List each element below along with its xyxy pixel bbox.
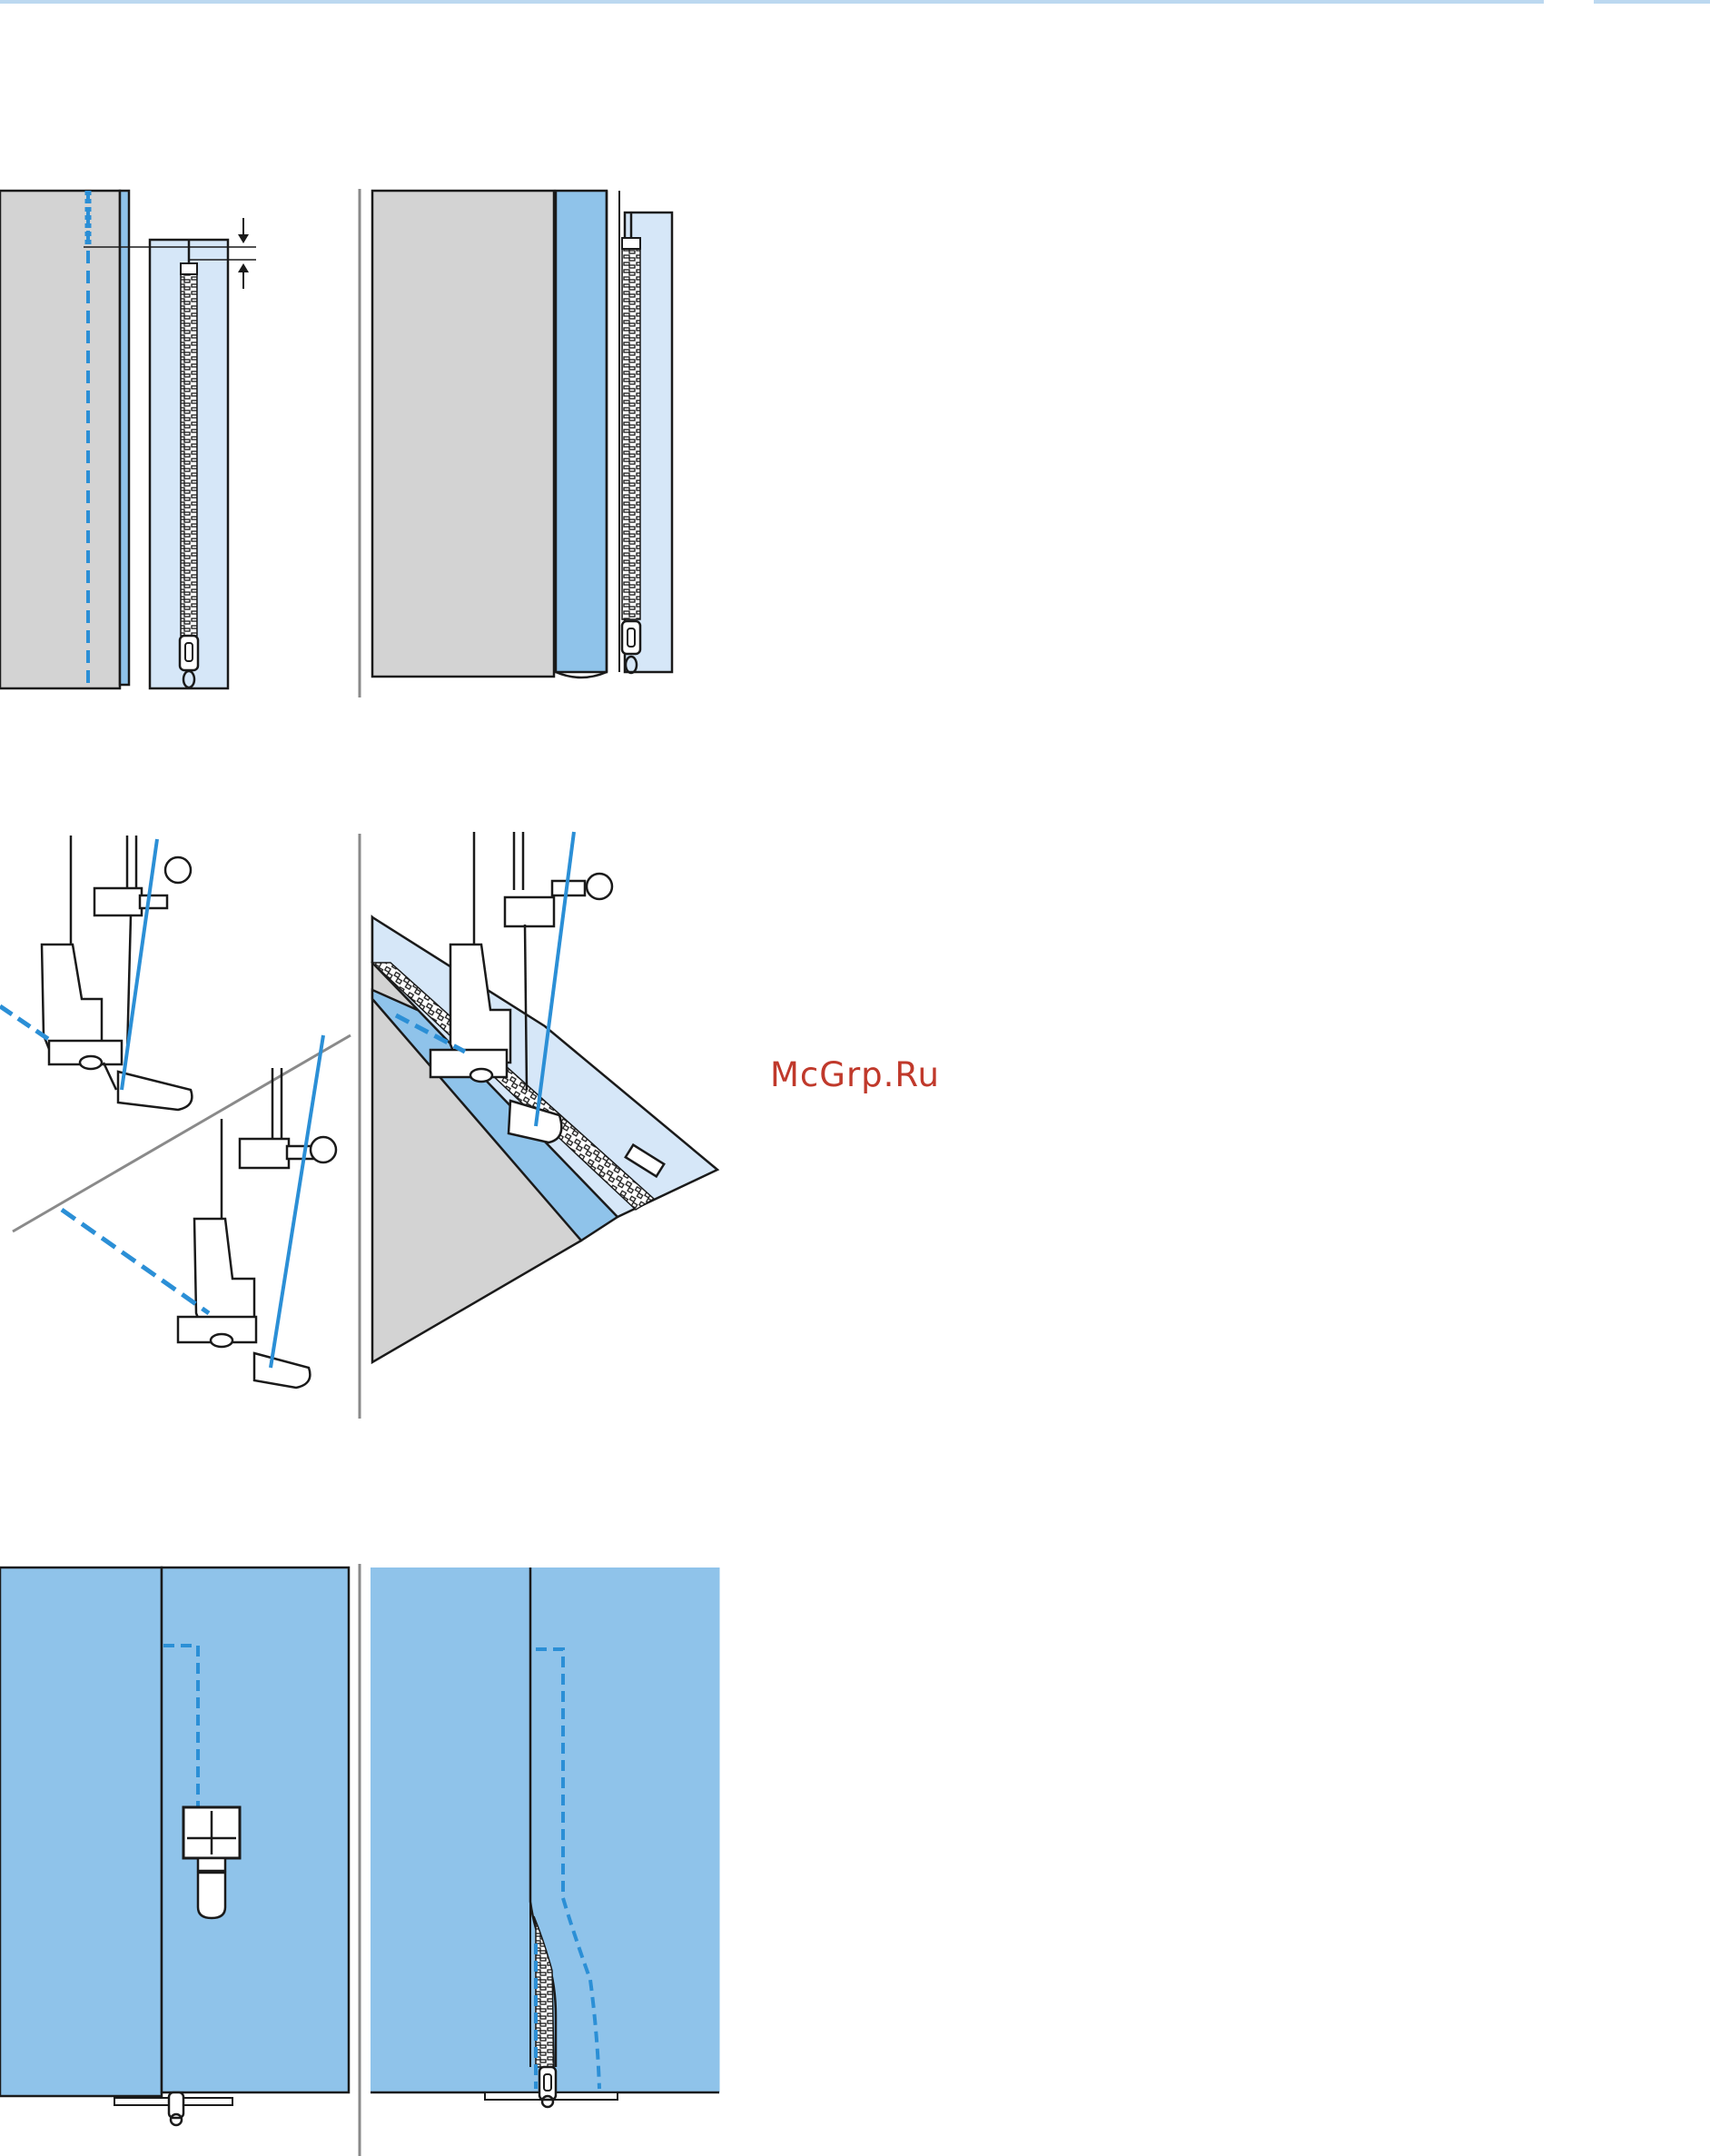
watermark-text: McGrp.Ru	[770, 1055, 940, 1094]
finished-zipper-figure	[371, 1568, 719, 2107]
presser-foot-adjust-figure	[0, 836, 351, 1388]
zipper-folded-figure	[372, 191, 672, 677]
zipper-foot-on-fabric-figure	[0, 1568, 349, 2125]
presser-foot-sewing-zipper-figure	[372, 832, 717, 1362]
zipper-placement-figure	[0, 191, 256, 688]
